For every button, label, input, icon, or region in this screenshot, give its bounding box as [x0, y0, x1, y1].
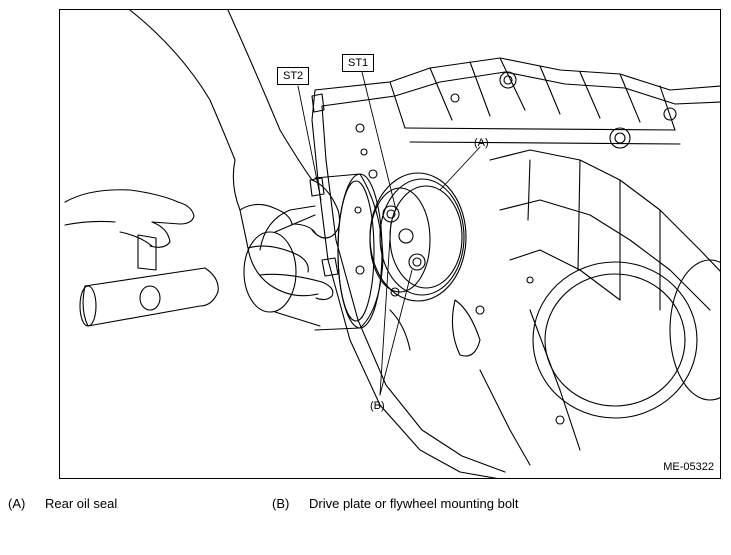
leader-st2: [297, 85, 322, 201]
mounting-bolt: [408, 253, 426, 271]
legend-text-b: Drive plate or flywheel mounting bolt: [309, 496, 519, 511]
illustration-frame: ST2 ST1 (A) (B) ME-05322: [59, 9, 721, 479]
legend-text-a: Rear oil seal: [45, 496, 118, 511]
callout-st2: ST2: [277, 67, 310, 85]
mounting-bolt: [382, 205, 400, 223]
callout-st1: ST1: [342, 54, 375, 72]
callout-a: (A): [474, 137, 489, 149]
cylinder-block: [309, 57, 720, 478]
hand-holding-tool: [129, 10, 341, 301]
hammer-and-hand: [64, 189, 219, 327]
leader-b1: [379, 221, 392, 396]
callout-b: (B): [370, 400, 385, 412]
legend-key-a: (A): [8, 496, 26, 511]
leader-st1: [361, 71, 397, 211]
leader-a: [439, 146, 481, 191]
legend-key-b: (B): [272, 496, 290, 511]
crankshaft-rear-flange: [369, 172, 467, 302]
oil-seal-installer-st2: [243, 173, 384, 331]
leader-lines: [297, 71, 481, 396]
figure-id: ME-05322: [663, 461, 714, 473]
engine-block-drawing: [64, 10, 720, 478]
leader-b2: [379, 269, 413, 396]
